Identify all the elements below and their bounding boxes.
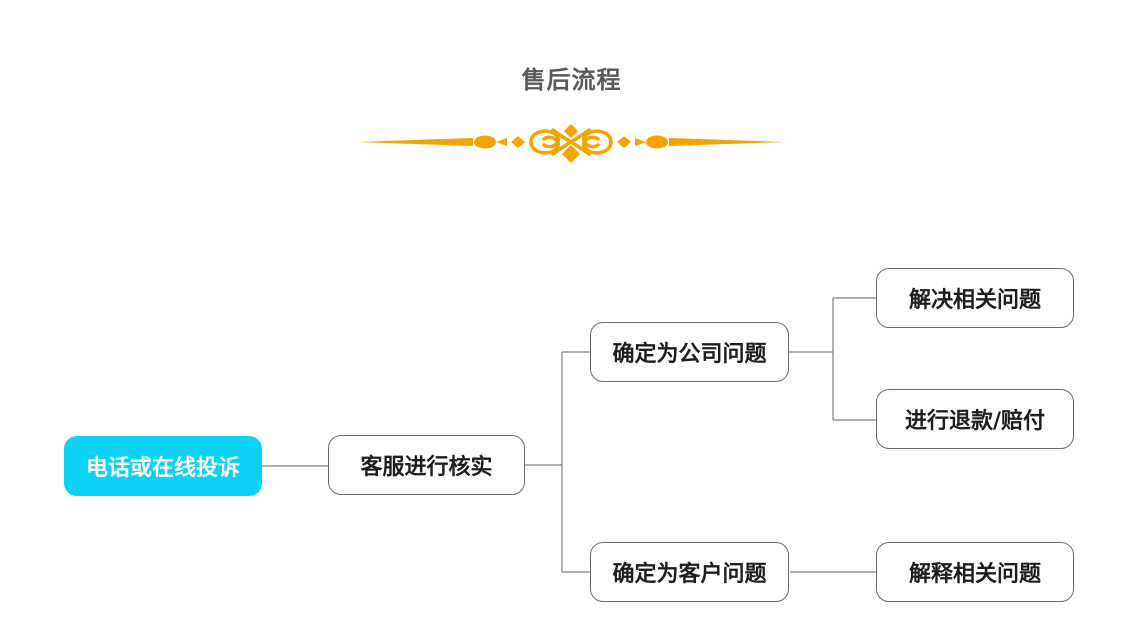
node-label: 确定为客户问题 — [612, 562, 767, 587]
node-customer-service-verify[interactable]: 客服进行核实 — [328, 435, 525, 495]
decorative-divider-ornament — [357, 124, 785, 163]
node-label: 电话或在线投诉 — [85, 456, 240, 481]
node-label: 解释相关问题 — [908, 562, 1041, 587]
node-label: 解决相关问题 — [908, 288, 1041, 313]
node-customer-issue[interactable]: 确定为客户问题 — [590, 542, 789, 602]
node-explain-issue[interactable]: 解释相关问题 — [876, 542, 1074, 602]
node-phone-or-online-complaint[interactable]: 电话或在线投诉 — [64, 436, 262, 496]
node-refund-compensation[interactable]: 进行退款/赔付 — [876, 389, 1074, 449]
node-label: 客服进行核实 — [360, 455, 493, 480]
node-company-issue[interactable]: 确定为公司问题 — [590, 322, 789, 382]
node-solve-issue[interactable]: 解决相关问题 — [876, 268, 1074, 328]
node-label: 确定为公司问题 — [612, 342, 767, 367]
node-label: 进行退款/赔付 — [904, 409, 1046, 434]
page-title: 售后流程 — [521, 66, 622, 94]
